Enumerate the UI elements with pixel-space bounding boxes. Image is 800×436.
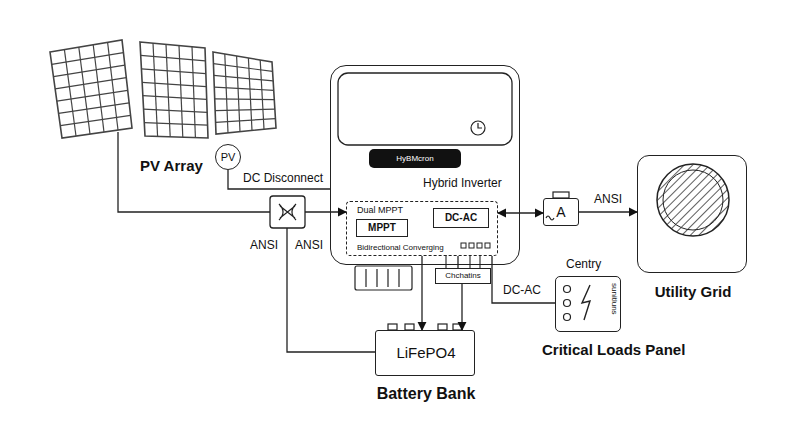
cell-line [141,55,206,60]
utility-grid-text: Utility Grid [638,283,748,300]
grid-ring [663,170,723,230]
connector-label: DC-AC [501,284,543,298]
mppt-block-text: MPPT [368,222,396,234]
pin-wires [446,255,480,268]
cell-line [64,50,76,136]
cell-line [213,64,272,72]
brand-badge: HyBMcron [369,149,461,168]
port-label: ANSI [248,239,280,253]
battery-bank-text: Battery Bank [376,385,476,403]
connector [579,211,637,212]
grid-disc [657,164,729,236]
cell-line [141,69,205,74]
cell-line [53,65,124,76]
charger-block: Chchatins [435,268,491,284]
connector-label: DC Disconnect [241,172,325,186]
charger-block-text: Chchatins [445,271,481,280]
cell-line [214,75,273,80]
inverter-housing: Hybrid Inverter HyBMcronDual MPPT Bidirect… [330,65,520,265]
meter-text: A [556,204,565,220]
cell-line [215,109,275,110]
cell-line [59,103,130,114]
cell-line [79,47,90,134]
pv-panel [50,40,132,138]
cell-line [57,90,128,101]
pv-panel [140,42,208,138]
inverter-housing-text: Hybrid Inverter [423,177,502,191]
cell-line [142,82,206,86]
cell-line [52,53,124,65]
pv-symbol: PV [215,144,241,170]
connector [457,256,458,268]
dc-ac-block: DC-AC [433,208,489,228]
cell-line [60,115,130,125]
cell-line [143,96,207,100]
converter-panel-text: Bidirectional Converging [357,243,444,252]
connector [228,170,330,189]
ac-symbol [546,216,554,220]
pv-array-text: PV Array [140,157,203,174]
critical-loads-panel-text: Centry [566,258,601,272]
connector-label: ANSI [592,193,624,207]
mppt-block: MPPT [356,219,408,237]
connector [118,132,346,212]
converter-panel: Dual MPPT Bidirectional Converging MPPT DC-… [346,201,498,256]
cell-line [108,42,118,130]
port-label: ANSI [293,239,325,253]
cell-line [144,123,207,126]
cell-line [215,98,275,100]
pv-panels [50,40,276,138]
inverter-lid [338,73,512,145]
clock-icon [471,121,485,135]
battery-bank: LiFePO4Battery Bank [375,330,475,376]
cell-line [55,78,126,89]
terminal-pins [461,243,490,248]
connector [498,212,543,213]
pv-symbol-text: PV [221,151,236,164]
combiner-box [270,196,305,228]
breaker-symbols [564,286,571,321]
cell-line [214,87,273,90]
critical-loads-panel-text: Critical Loads Panel [542,341,685,358]
converter-panel-text: Dual MPPT [357,205,403,215]
connector [421,256,422,330]
critical-loads-panel-text: sunitluns [610,283,619,315]
meter: A [543,198,579,226]
cell-line [216,119,276,123]
utility-grid: Utility Grid [637,155,747,273]
cell-line [93,45,104,132]
dc-ac-block-text: DC-AC [445,212,477,224]
connector [461,284,462,330]
lightning-symbol [582,285,590,320]
connector [492,256,555,303]
cell-line [144,109,208,112]
critical-loads-panel: CentrysunitlunsCritical Loads Panel [555,276,621,332]
battery-module-icon [355,266,412,290]
brand-badge-text: HyBMcron [396,154,433,163]
battery-bank-text: LiFePO4 [376,344,476,361]
pv-array: PV Array [45,35,285,132]
pv-panel [213,52,276,134]
